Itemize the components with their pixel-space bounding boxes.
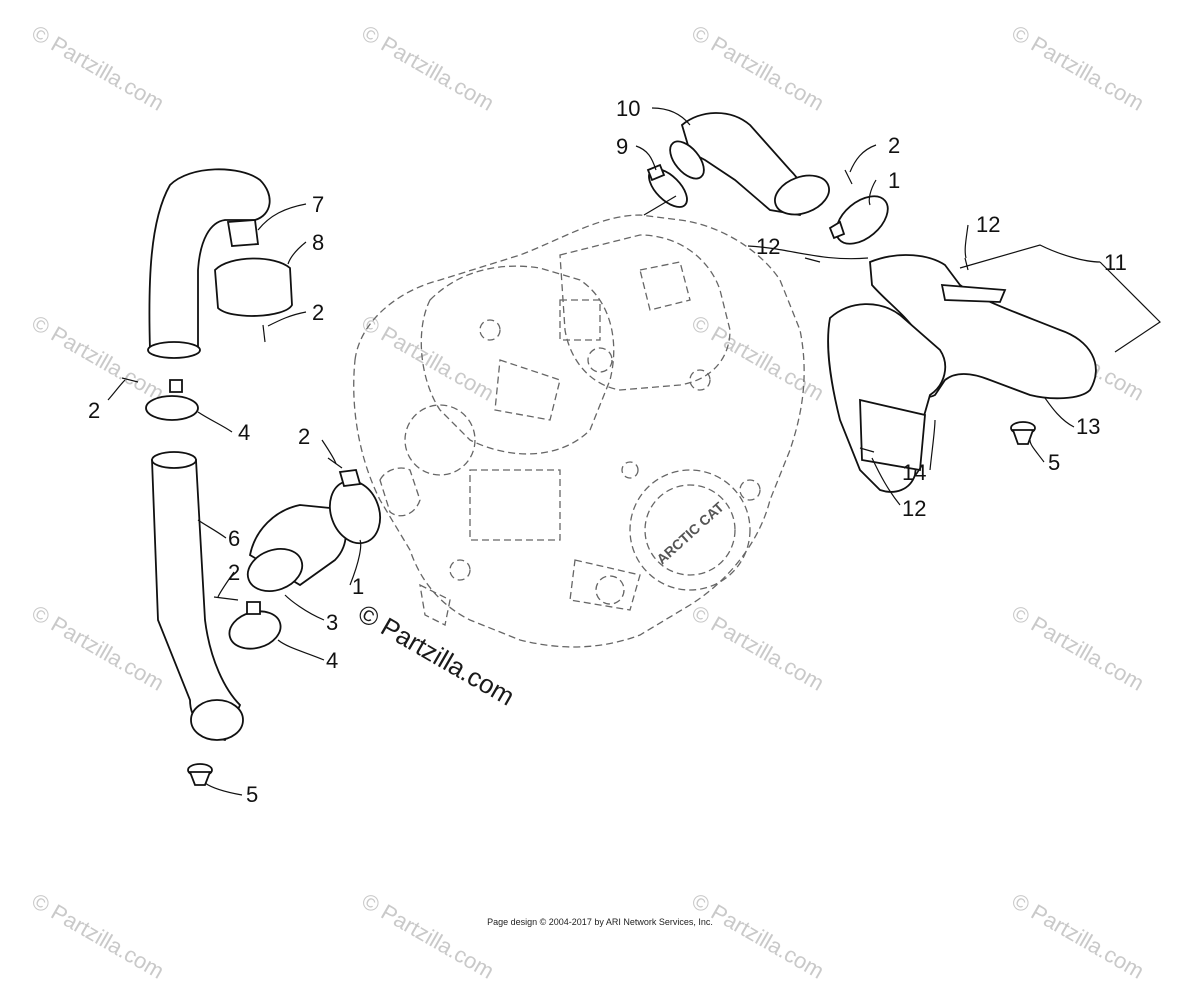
part-5-grommet[interactable] — [187, 763, 213, 786]
callout-4: 4 — [238, 420, 250, 445]
part-2-screw[interactable] — [327, 457, 343, 469]
callout-5: 5 — [1048, 450, 1060, 475]
part-6-lower-pipe[interactable] — [151, 451, 244, 742]
part-4-clamp-upper[interactable] — [145, 379, 199, 421]
callout-6: 6 — [228, 526, 240, 551]
part-2-screw[interactable] — [213, 596, 239, 601]
callout-4: 4 — [326, 648, 338, 673]
callout-1: 1 — [352, 574, 364, 599]
leader-lines — [107, 107, 1161, 796]
callout-12: 12 — [756, 234, 780, 259]
callout-12: 12 — [976, 212, 1000, 237]
callout-7: 7 — [312, 192, 324, 217]
callout-2: 2 — [312, 300, 324, 325]
part-2-screw[interactable] — [121, 377, 139, 383]
callout-10: 10 — [616, 96, 640, 121]
part-8-heat-shield[interactable] — [214, 257, 293, 317]
part-10-intake-duct[interactable] — [664, 112, 835, 222]
callout-9: 9 — [616, 134, 628, 159]
parts-diagram: ARCTIC CAT — [88, 96, 1161, 807]
callout-8: 8 — [312, 230, 324, 255]
engine-brand-label: ARCTIC CAT — [653, 498, 727, 567]
callout-13: 13 — [1076, 414, 1100, 439]
callout-3: 3 — [326, 610, 338, 635]
part-12-screw[interactable] — [859, 447, 875, 453]
part-11-air-box[interactable] — [827, 254, 1097, 493]
part-1-clamp-top[interactable] — [827, 187, 896, 253]
callout-11: 11 — [1104, 250, 1127, 275]
part-3-boot[interactable] — [242, 504, 347, 598]
part-1-clamp-lower[interactable] — [322, 469, 389, 550]
callout-14: 14 — [902, 460, 926, 485]
callout-2: 2 — [888, 133, 900, 158]
part-7-bracket[interactable] — [226, 219, 260, 247]
part-6-upper-pipe[interactable] — [147, 168, 271, 359]
callout-12: 12 — [902, 496, 926, 521]
callout-1: 1 — [888, 168, 900, 193]
part-5-grommet[interactable] — [1010, 421, 1036, 445]
footer-copyright: Page design © 2004-2017 by ARI Network S… — [487, 917, 713, 927]
part-2-screw[interactable] — [262, 324, 266, 343]
callout-5: 5 — [246, 782, 258, 807]
part-12-screw[interactable] — [964, 257, 969, 271]
callout-2: 2 — [88, 398, 100, 423]
part-4-clamp-lower[interactable] — [225, 601, 285, 654]
engine-outline — [353, 214, 805, 648]
part-9-clamp[interactable] — [643, 163, 694, 214]
part-12-screw[interactable] — [804, 257, 821, 263]
callout-2: 2 — [298, 424, 310, 449]
callout-2: 2 — [228, 560, 240, 585]
part-2-screw[interactable] — [844, 169, 853, 185]
